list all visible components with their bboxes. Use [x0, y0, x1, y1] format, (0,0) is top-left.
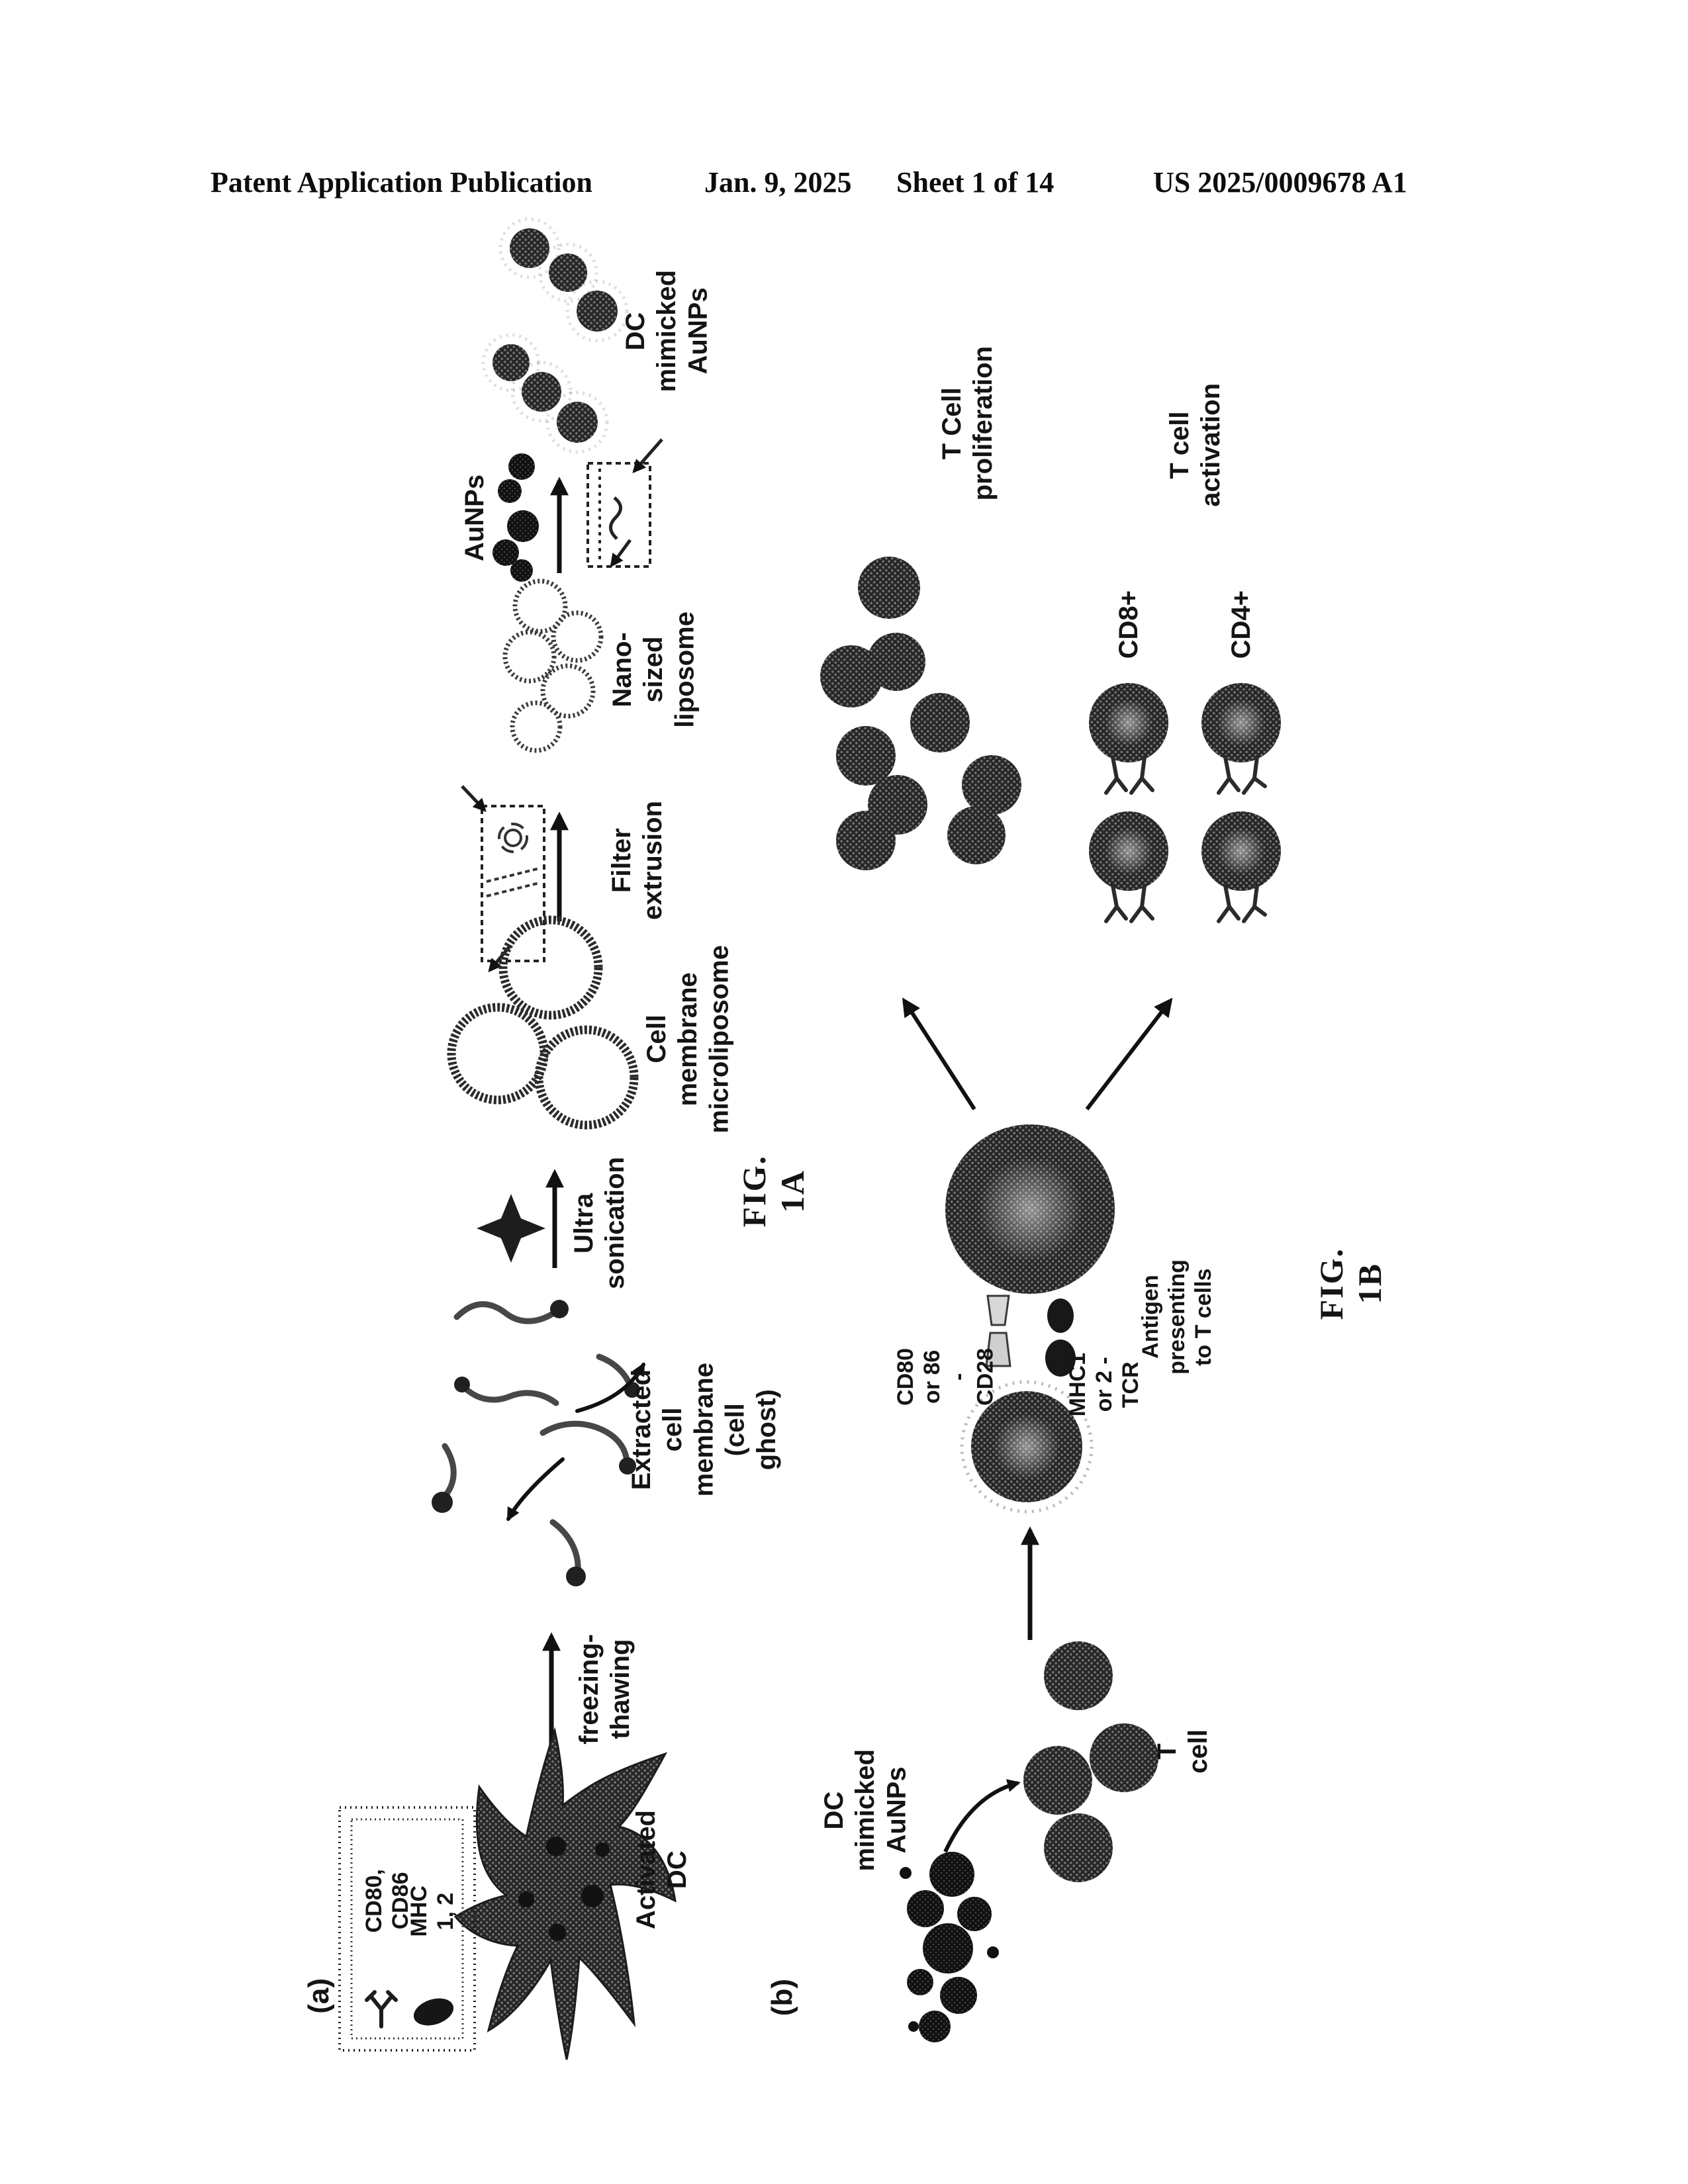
mixing-filter-box [586, 438, 663, 568]
sonicator-star-icon [477, 1194, 545, 1263]
proliferation-cell-cluster [820, 557, 1021, 870]
mhc-tcr-connector [1045, 1298, 1076, 1377]
dc-mimicked-aunps-cluster-1b [900, 1852, 999, 2042]
cd80-cd28-connector [985, 1295, 1011, 1367]
header-patent-number: US 2025/0009678 A1 [1153, 166, 1407, 199]
header-sheet: Sheet 1 of 14 [896, 166, 1055, 199]
antigen-presenting-complex [902, 997, 1173, 1640]
tcr-receptor-icons [1104, 755, 1267, 923]
nano-liposomes [502, 578, 604, 753]
sonication-step [477, 1169, 564, 1268]
activated-dc-cell [453, 1727, 677, 2060]
mhc-oval-icon [413, 1998, 454, 2026]
t-cell-group [943, 1641, 1158, 1882]
dc-mimicked-aunps-cluster [481, 217, 629, 454]
activation-cells [1089, 683, 1281, 923]
cd4-cells [1201, 683, 1281, 891]
membrane-fragments [432, 1300, 645, 1586]
header-date: Jan. 9, 2025 [704, 166, 852, 199]
header-publication: Patent Application Publication [211, 166, 592, 199]
filter-extrusion-device [461, 785, 569, 973]
arrow-to-activation [1085, 997, 1173, 1111]
legend-box [338, 1806, 476, 2052]
microliposomes [447, 915, 639, 1130]
curved-arrow-up-right [575, 1362, 645, 1413]
curved-arrow-down-left [506, 1457, 565, 1522]
curved-arrow-aunps-to-tcells [943, 1779, 1021, 1853]
cd8-cells [1089, 683, 1168, 891]
arrow-to-proliferation [902, 997, 976, 1111]
aunps-step [492, 438, 663, 582]
y-receptor-icon [365, 1990, 398, 2028]
